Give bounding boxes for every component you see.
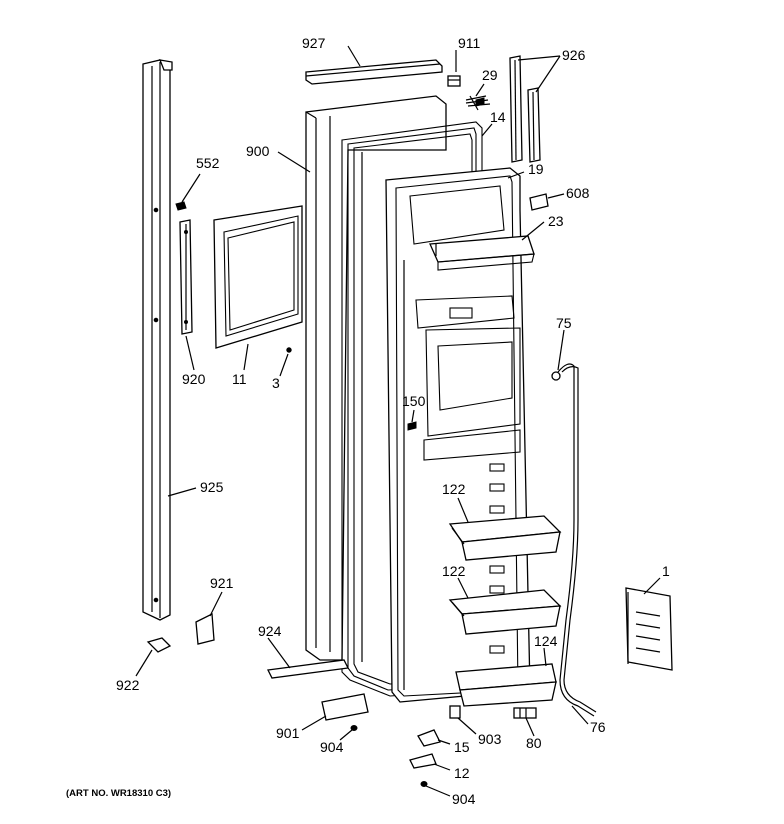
label-14: 14: [490, 109, 506, 125]
part-122-bin-upper: [448, 515, 562, 561]
label-925: 925: [200, 479, 224, 495]
label-911: 911: [458, 35, 481, 51]
part-29-wire-harness: [465, 95, 491, 111]
label-926: 926: [562, 47, 586, 63]
label-1: 1: [662, 563, 670, 579]
label-901: 901: [276, 725, 300, 741]
label-19: 19: [528, 161, 544, 177]
label-900: 900: [246, 143, 270, 159]
part-150-screw: [407, 421, 417, 431]
part-1-manual: [625, 587, 673, 671]
part-80-fitting: [513, 707, 537, 719]
label-927: 927: [302, 35, 326, 51]
part-122-bin-lower: [448, 589, 562, 635]
part-552-screw: [175, 201, 187, 211]
part-901-bottom-cap: [321, 693, 369, 721]
label-124: 124: [534, 633, 558, 649]
label-150: 150: [402, 393, 426, 409]
part-labels: 927 911 29 926 14 900 552 19 608 23 920 …: [66, 35, 670, 807]
part-904-screw-a: [350, 725, 358, 731]
part-124-bottom-bin: [455, 663, 557, 707]
part-12-spring: [409, 753, 437, 769]
label-924: 924: [258, 623, 282, 639]
label-920: 920: [182, 371, 206, 387]
label-122-upper: 122: [442, 481, 466, 497]
part-920-bracket: [179, 219, 193, 335]
label-922: 922: [116, 677, 140, 693]
label-904-a: 904: [320, 739, 344, 755]
part-903-plug: [449, 705, 461, 719]
label-76: 76: [590, 719, 606, 735]
label-12: 12: [454, 765, 470, 781]
part-924-bottom-trim: [267, 659, 349, 679]
part-904-screw-b: [420, 781, 428, 787]
part-911-cap: [447, 75, 461, 87]
part-608-switch: [529, 193, 549, 211]
part-75-76-water-tube: [551, 363, 597, 717]
part-921-bracket: [195, 612, 215, 645]
label-29: 29: [482, 67, 498, 83]
label-608: 608: [566, 185, 590, 201]
part-15-actuator: [417, 729, 441, 747]
art-number: (ART NO. WR18310 C3): [66, 788, 171, 799]
label-23: 23: [548, 213, 564, 229]
label-75: 75: [556, 315, 572, 331]
label-80: 80: [526, 735, 542, 751]
part-927-top-cap: [305, 59, 443, 85]
part-23-upper-shelf: [429, 235, 535, 271]
part-925-door-trim: [142, 59, 173, 621]
part-922-hinge: [146, 637, 172, 653]
label-921: 921: [210, 575, 234, 591]
label-552: 552: [196, 155, 220, 171]
label-904-b: 904: [452, 791, 476, 807]
part-19-door-liner: [385, 167, 531, 703]
label-903: 903: [478, 731, 502, 747]
part-3-screw: [286, 347, 292, 353]
part-926-channels: [509, 55, 541, 163]
label-15: 15: [454, 739, 470, 755]
label-11: 11: [232, 371, 247, 387]
label-3: 3: [272, 375, 280, 391]
leader-lines: [135, 45, 661, 797]
part-11-window-frame: [213, 205, 303, 349]
label-122-lower: 122: [442, 563, 466, 579]
